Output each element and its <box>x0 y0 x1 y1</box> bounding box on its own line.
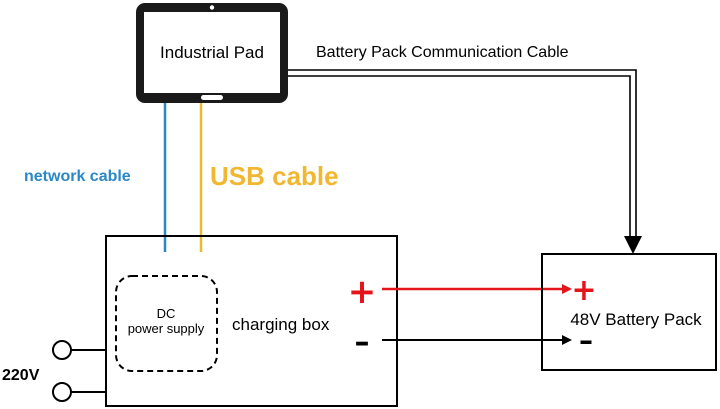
battery-minus-terminal: – <box>579 324 593 357</box>
mains-input: 220V <box>2 340 106 402</box>
box-minus-terminal: – <box>355 325 370 360</box>
dc-label-line1: DC <box>157 306 176 321</box>
comm-cable-line-inner <box>288 75 631 240</box>
charging-box-outline <box>105 235 398 407</box>
pad-label: Industrial Pad <box>160 43 264 62</box>
tablet-home-button-icon <box>201 95 223 100</box>
tablet-screen <box>144 12 280 93</box>
charging-box-label: charging box <box>232 315 330 334</box>
box-plus-terminal: + <box>348 272 377 312</box>
battery-pack: + 48V Battery Pack – <box>541 253 717 371</box>
industrial-pad: Industrial Pad <box>136 3 288 103</box>
battery-pack-outline <box>541 253 717 371</box>
dc-label-line2: power supply <box>128 321 205 336</box>
battery-plus-terminal: + <box>571 273 596 308</box>
comm-cable-arrowhead <box>624 236 642 254</box>
mains-terminal-top <box>52 340 72 360</box>
usb-cable-label: USB cable <box>210 161 339 191</box>
charging-box: DC power supply charging box + – <box>105 235 398 407</box>
dc-power-supply-outline <box>115 275 218 372</box>
network-cable-label: network cable <box>24 168 131 185</box>
voltage-label: 220V <box>2 367 40 384</box>
communication-cable: Battery Pack Communication Cable <box>288 44 642 254</box>
tablet-camera-icon <box>209 5 215 10</box>
comm-cable-label: Battery Pack Communication Cable <box>316 44 569 61</box>
comm-cable-line-outer <box>288 69 637 240</box>
battery-pack-label: 48V Battery Pack <box>570 310 702 329</box>
mains-terminal-bottom <box>52 382 72 402</box>
